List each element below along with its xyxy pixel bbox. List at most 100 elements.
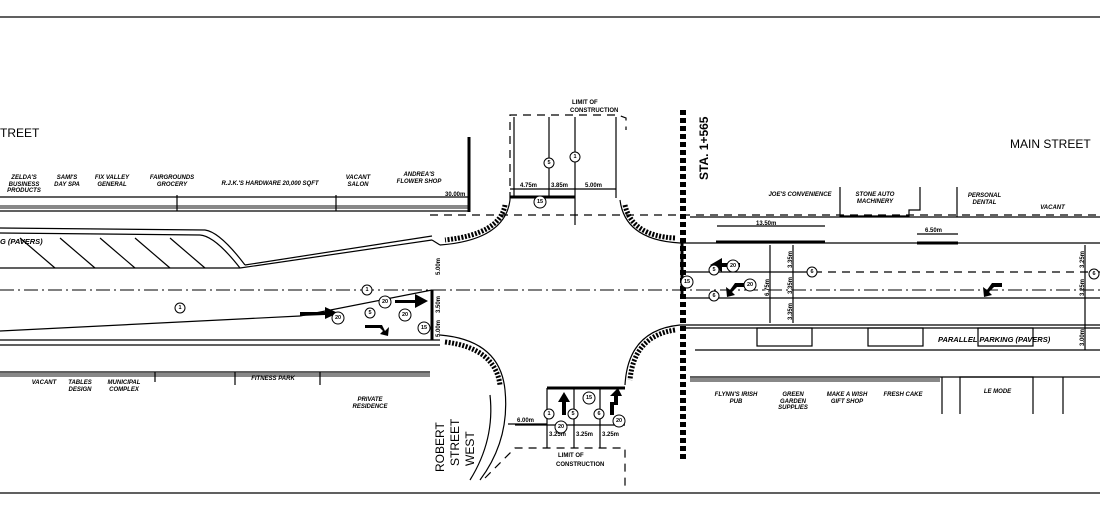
parking-label-east: PARALLEL PARKING (PAVERS): [938, 335, 1051, 344]
business-label: R.J.K.'S HARDWARE 20,000 SQFT: [221, 181, 319, 187]
svg-text:STREET: STREET: [448, 418, 462, 466]
east-road: 13.50m 6.50m 3.35m 3.35m 6.75m 3.35m 3.2…: [680, 221, 1100, 350]
west-lane-dims: 5.00m 3.50m 5.00m: [436, 258, 442, 337]
svg-text:20: 20: [747, 282, 753, 288]
dim-frontage: 30.00m: [445, 192, 465, 198]
svg-text:15: 15: [684, 279, 690, 285]
svg-text:3.35m: 3.35m: [788, 251, 794, 268]
svg-text:3.25m: 3.25m: [1080, 251, 1086, 268]
svg-text:3.25m: 3.25m: [1080, 279, 1086, 296]
svg-text:3.25m: 3.25m: [602, 432, 619, 438]
reference-marker: 1: [569, 151, 581, 163]
reference-marker: 1: [174, 302, 186, 314]
business-label: VACANT SALON: [345, 175, 371, 188]
svg-text:1: 1: [547, 411, 550, 417]
svg-text:6: 6: [597, 411, 600, 417]
reference-marker: 1: [361, 284, 373, 296]
business-label: LE MODE: [983, 389, 1012, 395]
svg-text:3.00m: 3.00m: [1080, 329, 1086, 346]
svg-text:6: 6: [810, 269, 813, 275]
intersection-corners: [431, 199, 681, 391]
arrow-left-turn-icon: [726, 283, 745, 297]
svg-text:CONSTRUCTION: CONSTRUCTION: [570, 108, 618, 114]
arrow-straight-icon: [395, 294, 428, 308]
svg-text:3.50m: 3.50m: [436, 296, 442, 313]
business-label: MUNICIPAL COMPLEX: [107, 380, 141, 393]
parking-label-west: G (PAVERS): [0, 237, 43, 246]
svg-text:5.00m: 5.00m: [436, 320, 442, 337]
reference-marker: 20: [743, 278, 757, 292]
svg-text:1: 1: [573, 154, 576, 160]
svg-text:15: 15: [586, 395, 592, 401]
svg-text:20: 20: [616, 418, 622, 424]
business-label: VACANT: [31, 380, 57, 386]
west-lane-taper: [0, 315, 301, 332]
street-name-east: MAIN STREET: [1010, 137, 1091, 151]
reference-marker: 5: [543, 157, 555, 169]
svg-text:3.35m: 3.35m: [788, 303, 794, 320]
business-label: FIX VALLEY GENERAL: [94, 175, 130, 188]
svg-text:3.25m: 3.25m: [576, 432, 593, 438]
north-frontage-east: [690, 187, 1100, 218]
svg-text:13.50m: 13.50m: [756, 221, 776, 227]
svg-text:5: 5: [547, 160, 550, 166]
svg-text:CONSTRUCTION: CONSTRUCTION: [556, 462, 604, 468]
reference-marker: 1: [543, 408, 555, 420]
business-label: TABLES DESIGN: [68, 380, 92, 393]
svg-text:20: 20: [402, 312, 408, 318]
north-leg: 4.75m 3.85m 5.00m LIMIT OF CONSTRUCTION: [430, 100, 1100, 225]
reference-marker: 5: [364, 307, 376, 319]
svg-text:3.85m: 3.85m: [551, 183, 568, 189]
business-label: STONE AUTO MACHINERY: [855, 192, 895, 205]
business-label: GREEN GARDEN SUPPLIES: [778, 392, 808, 412]
business-label: JOE'S CONVENIENCE: [768, 192, 832, 198]
business-label: PERSONAL DENTAL: [967, 193, 1002, 206]
west-parking-area: G (PAVERS): [0, 227, 433, 269]
business-label: FRESH CAKE: [883, 392, 923, 398]
reference-marker: 5: [708, 264, 720, 276]
reference-marker: 15: [582, 391, 596, 405]
reference-marker: 6: [708, 290, 720, 302]
svg-text:4.75m: 4.75m: [520, 183, 537, 189]
reference-marker: 20: [378, 295, 392, 309]
south-leg: 6.00m 3.25m 3.25m 3.25m LIMIT OF CONSTRU…: [469, 386, 626, 490]
business-label: FLYNN'S IRISH PUB: [714, 392, 758, 405]
svg-text:ROBERT: ROBERT: [433, 422, 447, 472]
business-label: SAMI'S DAY SPA: [54, 175, 80, 188]
north-frontage-west: 30.00m: [0, 137, 471, 212]
reference-marker: 20: [331, 311, 345, 325]
svg-text:6.75m: 6.75m: [765, 279, 771, 296]
reference-marker: 15: [417, 321, 431, 335]
business-label: PRIVATE RESIDENCE: [352, 397, 388, 410]
business-label: FITNESS PARK: [251, 376, 295, 382]
svg-text:20: 20: [558, 424, 564, 430]
svg-text:1: 1: [365, 287, 368, 293]
svg-text:5: 5: [368, 310, 371, 316]
svg-text:3.35m: 3.35m: [788, 277, 794, 294]
svg-text:WEST: WEST: [463, 431, 477, 466]
reference-marker: 20: [612, 414, 626, 428]
svg-text:20: 20: [382, 299, 388, 305]
reference-marker: 6: [593, 408, 605, 420]
svg-text:15: 15: [537, 199, 543, 205]
station-label: STA. 1+565: [697, 116, 711, 180]
reference-marker: 6: [806, 266, 818, 278]
arrow-right-turn-icon: [365, 325, 389, 336]
svg-text:6.50m: 6.50m: [925, 228, 942, 234]
limit-of-construction-north: LIMIT OF: [572, 100, 598, 106]
svg-text:15: 15: [421, 325, 427, 331]
svg-text:6: 6: [1092, 271, 1095, 277]
svg-text:20: 20: [335, 315, 341, 321]
reference-marker: 20: [398, 308, 412, 322]
business-label: ZELDA'S BUSINESS PRODUCTS: [7, 175, 41, 195]
svg-text:5: 5: [571, 411, 574, 417]
reference-marker: 15: [680, 275, 694, 289]
reference-marker: 15: [533, 195, 547, 209]
arrow-straight-left-icon: [300, 307, 338, 319]
reference-marker: 20: [726, 259, 740, 273]
reference-marker: 5: [567, 408, 579, 420]
business-label: FAIRGROUNDS GROCERY: [149, 175, 195, 188]
